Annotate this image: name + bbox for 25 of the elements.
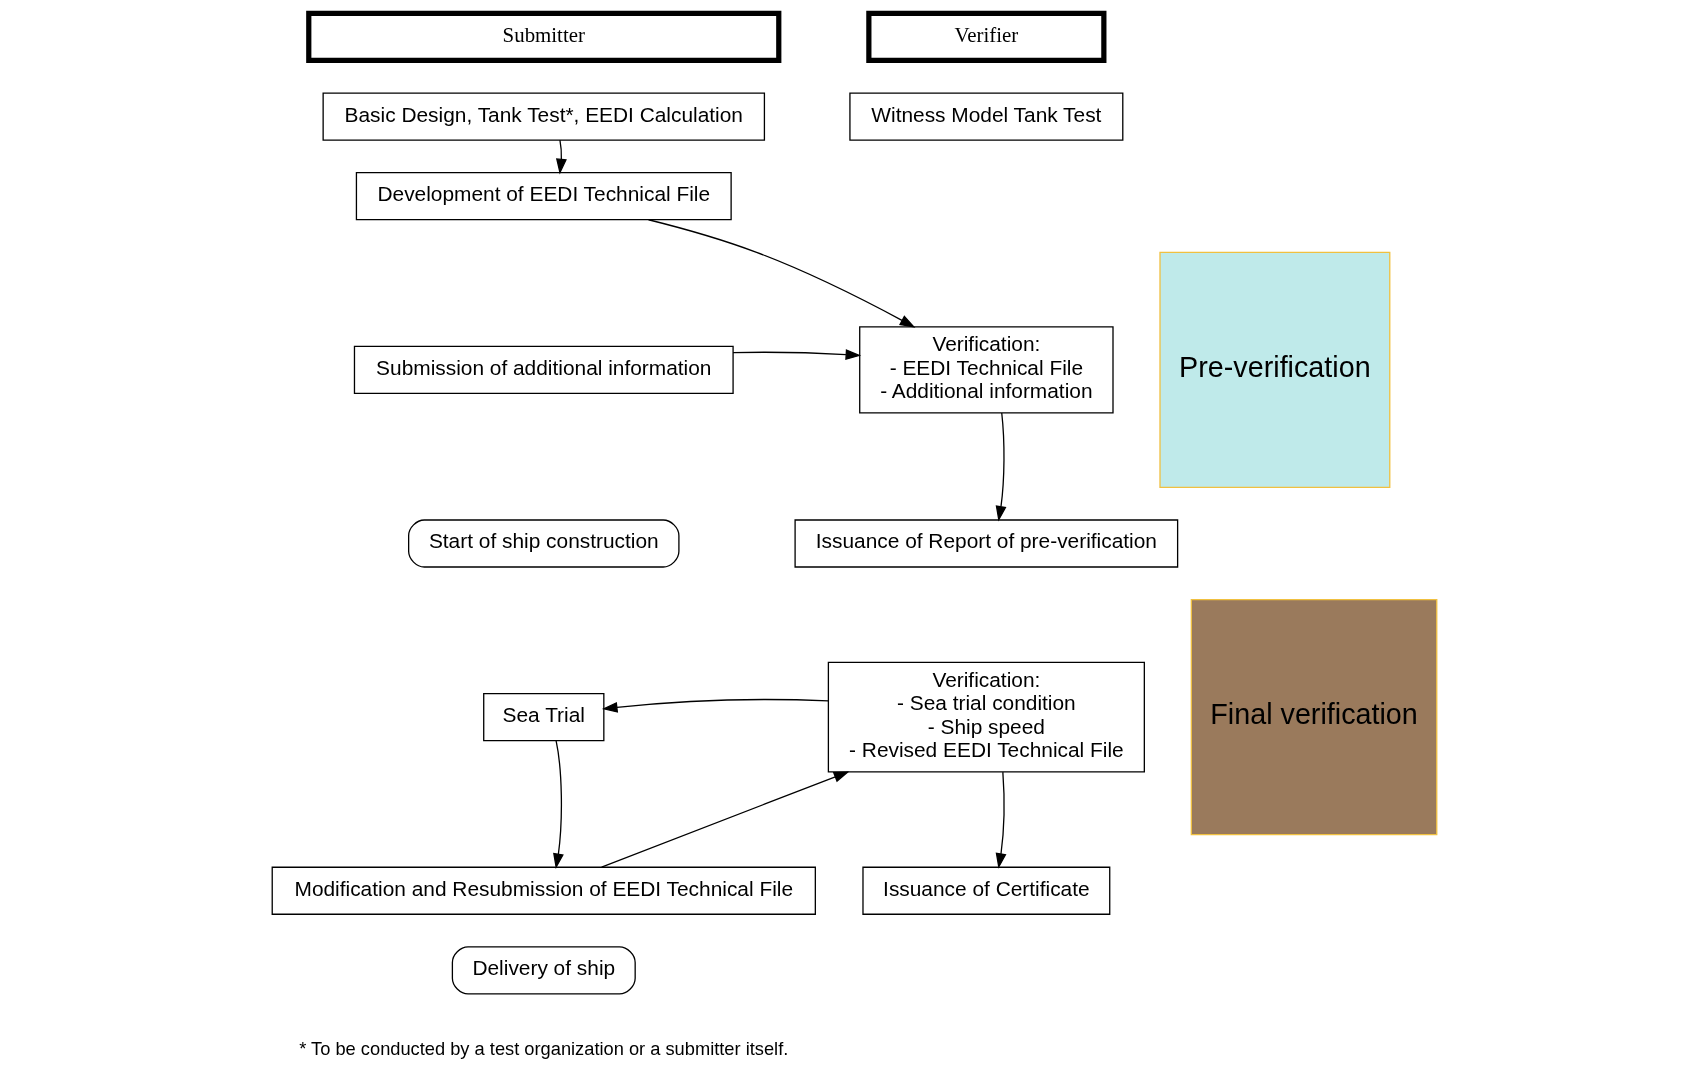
node-box: Issuance of Certificate xyxy=(861,866,1110,915)
node-box: Sea Trial xyxy=(482,693,604,742)
arrow xyxy=(601,698,829,713)
arrow xyxy=(731,349,861,361)
node-box: Final verification xyxy=(1190,599,1437,836)
node-box: Basic Design, Tank Test*, EEDI Calculation xyxy=(322,92,765,141)
node-box: Verifier xyxy=(865,10,1106,64)
arrow xyxy=(995,771,1006,869)
node-box: Pre-verification xyxy=(1158,251,1390,488)
node-box: Witness Model Tank Test xyxy=(848,92,1123,141)
arrow xyxy=(995,412,1006,522)
node-box: Submission of additional information xyxy=(353,345,734,394)
arrow xyxy=(647,219,915,328)
node-box: Submitter xyxy=(305,10,781,64)
node-box: Modification and Resubmission of EEDI Technical File xyxy=(271,866,816,915)
arrow xyxy=(552,740,564,870)
node-box: Verification: - Sea trial condition - Ship speed - Revised EEDI Technical File xyxy=(827,661,1145,773)
arrow xyxy=(555,139,567,175)
arrow xyxy=(600,771,849,868)
label: * To be conducted by a test organization or a submitter itself. xyxy=(298,1037,788,1059)
node-box: Issuance of Report of pre-verification xyxy=(793,519,1178,568)
node-box: Start of ship construction xyxy=(407,519,680,568)
node-box: Delivery of ship xyxy=(451,946,636,995)
node-box: Verification: - EEDI Technical File - Additional information xyxy=(858,326,1114,414)
node-box: Development of EEDI Technical File xyxy=(355,172,732,221)
